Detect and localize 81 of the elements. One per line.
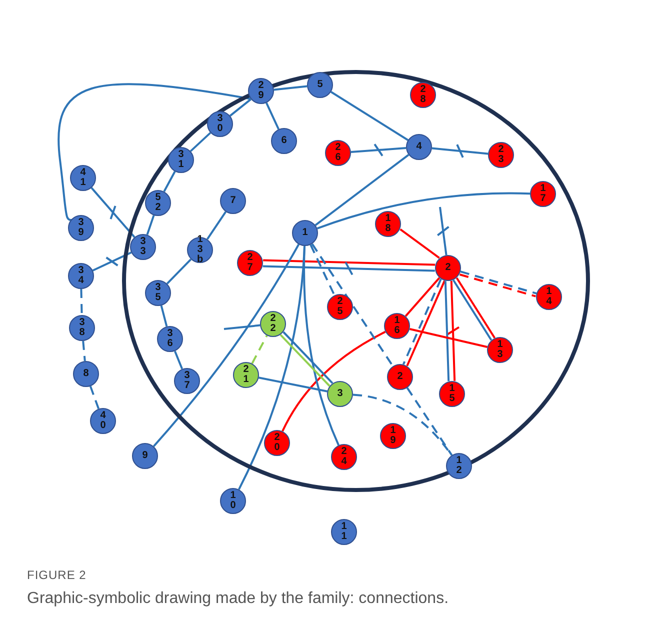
numbered-circle: 28 [410,82,436,108]
numbered-circle: 25 [327,294,353,320]
numbered-circle: 19 [380,423,406,449]
figure-label: FIGURE 2 [27,568,86,582]
numbered-circle: 21 [233,362,259,388]
numbered-circle: 11 [331,519,357,545]
connector [303,246,340,446]
connector [224,324,260,330]
connector [258,376,328,392]
numbered-circle: 36 [157,326,183,352]
connector-with-slash [92,252,132,272]
numbered-circle: 33 [130,234,156,260]
connector [330,91,409,141]
connector [146,214,155,236]
connector [163,171,176,192]
connector [152,244,300,447]
connector [160,305,168,327]
connector [316,192,530,230]
connector [80,288,83,316]
connector [263,259,436,266]
numbered-circle: 9 [132,443,158,469]
connector-with-slash [437,206,450,256]
connector [406,387,453,456]
numbered-circle: 14 [536,284,562,310]
numbered-circle: 20 [264,430,290,456]
connector [310,244,336,296]
numbered-circle: 52 [145,190,171,216]
connector [174,350,184,370]
numbered-circle: 31 [168,147,194,173]
numbered-circle: 16 [384,313,410,339]
connector [400,228,440,259]
figure-caption: Graphic-symbolic drawing made by the family: connections. [27,590,449,608]
connector [89,386,100,410]
numbered-circle: 17 [530,181,556,207]
numbered-circle: 7 [220,188,246,214]
connector-with-slash [350,144,406,156]
connector [282,330,386,432]
numbered-circle: 4 [406,134,432,160]
numbered-circle: 27 [237,250,263,276]
numbered-circle: 2 [387,364,413,390]
numbered-circle: 2 [435,255,461,281]
numbered-circle: 26 [325,140,351,166]
connector [409,328,488,348]
connector-with-slash [262,262,435,276]
numbered-circle: 34 [68,263,94,289]
numbered-circle: 23 [488,142,514,168]
numbered-circle: 30 [207,111,233,137]
connector [311,243,394,367]
numbered-circle: 3 [327,381,353,407]
numbered-circle: 8 [73,361,99,387]
numbered-circle: 40 [90,408,116,434]
connector [274,85,308,91]
connector [190,132,212,152]
numbered-circle: 13 [487,337,513,363]
numbered-circle: 10 [220,488,246,514]
numbered-circle: 38 [69,315,95,341]
numbered-circle: 35 [145,280,171,306]
numbered-circle: 41 [70,165,96,191]
numbered-circle: 22 [260,311,286,337]
connector-with-slash [90,187,136,238]
connector [58,83,251,222]
numbered-circle: 5 [307,72,333,98]
connector [266,102,280,130]
numbered-circle: 13b [187,237,213,263]
connector [404,277,440,317]
connector [314,154,410,226]
connector [229,98,252,117]
connector [251,335,268,364]
connector [166,258,192,284]
numbered-circle: 6 [271,128,297,154]
numbered-circle: 15 [439,381,465,407]
connector [444,281,450,382]
numbered-circle: 1 [292,220,318,246]
connector [206,211,227,240]
numbered-circle: 24 [331,444,357,470]
connector [82,340,86,362]
numbered-circle: 37 [174,368,200,394]
connector-with-slash [446,280,460,381]
numbered-circle: 39 [68,215,94,241]
connector-with-slash [432,144,488,158]
numbered-circle: 18 [375,211,401,237]
